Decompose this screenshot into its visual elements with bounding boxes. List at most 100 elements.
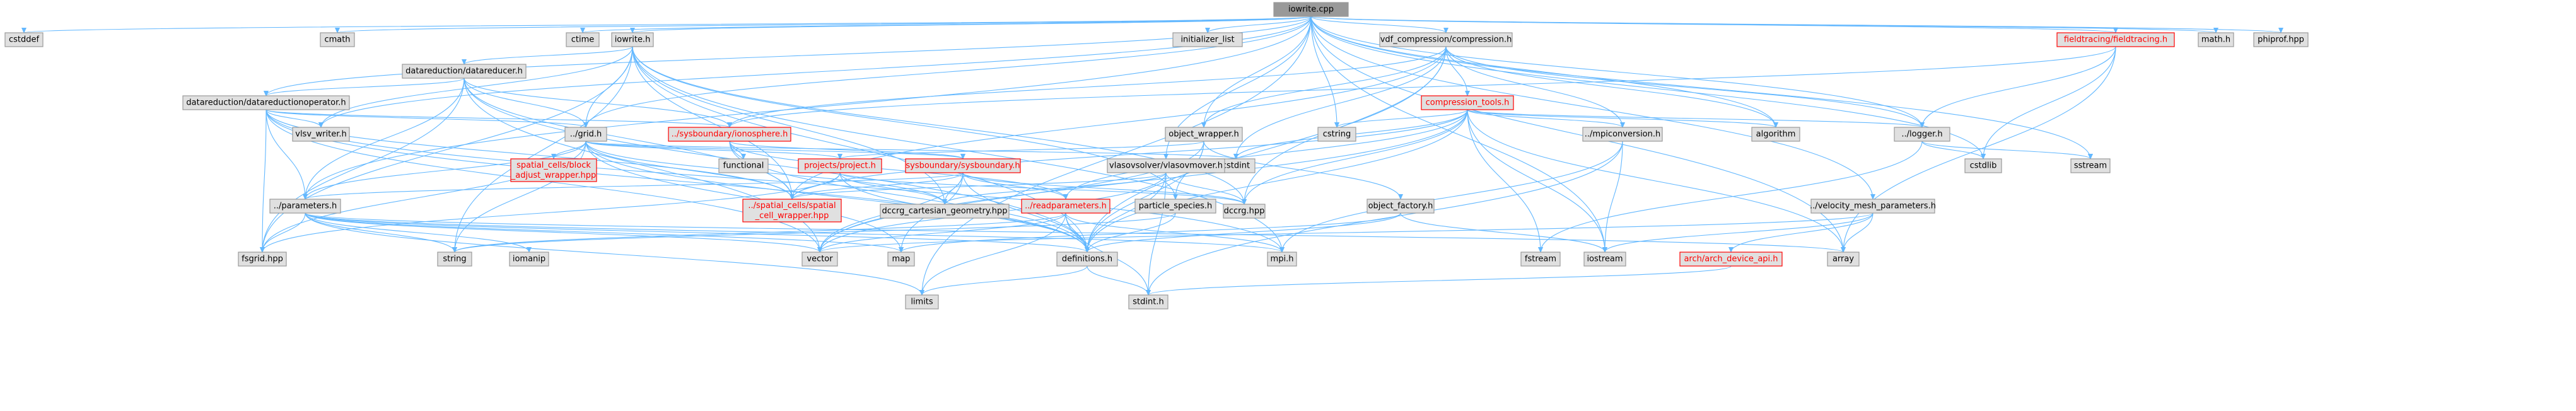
edge-parameters-to-definitions xyxy=(305,212,1090,253)
edge-sysb_sysboundary-to-spatial_cell_wrapper xyxy=(790,172,964,200)
node-box xyxy=(182,95,350,110)
node-fstream[interactable]: fstream xyxy=(1520,252,1561,267)
node-vlsv_writer[interactable]: vlsv_writer.h xyxy=(292,127,350,142)
edge-fieldtracing-to-array xyxy=(1841,46,2116,253)
node-sysb_ionosphere[interactable]: ../sysboundary/ionosphere.h xyxy=(668,127,791,142)
node-readparameters[interactable]: ../readparameters.h xyxy=(1021,199,1110,214)
node-label: arch/arch_device_api.h xyxy=(1684,255,1778,264)
edge-vlasovmover-to-dccrg_cartesian xyxy=(942,172,1167,205)
node-label: mpi.h xyxy=(1271,255,1294,264)
node-velocity_mesh[interactable]: ../velocity_mesh_parameters.h xyxy=(1810,199,1936,214)
node-vlasovmover[interactable]: vlasovsolver/vlasovmover.h xyxy=(1107,158,1225,173)
node-spatial_block[interactable]: spatial_cells/block_adjust_wrapper.hpp xyxy=(510,158,597,182)
node-label: iomanip xyxy=(513,255,545,264)
edge-iowrite_cpp-to-datareductionoperator xyxy=(264,16,1312,96)
node-label: sstream xyxy=(2074,161,2107,171)
node-vdf_compression[interactable]: vdf_compression/compression.h xyxy=(1379,32,1513,47)
node-box xyxy=(611,32,654,47)
node-math_h[interactable]: math.h xyxy=(2198,32,2234,47)
edge-velocity_mesh-to-arch_device xyxy=(1728,212,1874,253)
node-box xyxy=(510,158,597,182)
edge-iowrite_h-to-particle_species xyxy=(632,46,1178,200)
node-mpiconversion[interactable]: ../mpiconversion.h xyxy=(1582,127,1663,142)
node-vector[interactable]: vector xyxy=(801,252,838,267)
node-label: math.h xyxy=(2201,35,2230,45)
node-fieldtracing[interactable]: fieldtracing/fieldtracing.h xyxy=(2056,32,2175,47)
node-logger[interactable]: ../logger.h xyxy=(1894,127,1950,142)
node-stdint_h[interactable]: stdint.h xyxy=(1128,294,1169,310)
edge-logger-to-fstream xyxy=(1538,141,1923,253)
node-array[interactable]: array xyxy=(1827,252,1860,267)
node-cstddef[interactable]: cstddef xyxy=(4,32,44,47)
node-object_wrapper[interactable]: object_wrapper.h xyxy=(1165,127,1243,142)
node-label: stdint.h xyxy=(1133,298,1163,307)
node-iostream[interactable]: iostream xyxy=(1583,252,1626,267)
node-label: object_factory.h xyxy=(1368,202,1433,211)
edge-iowrite_cpp-to-velocity_mesh xyxy=(1310,16,1875,200)
node-label: fstream xyxy=(1525,255,1556,264)
node-arch_device[interactable]: arch/arch_device_api.h xyxy=(1679,252,1783,267)
edge-velocity_mesh-to-iostream xyxy=(1602,212,1874,253)
edge-vlasovmover-to-spatial_cell_wrapper xyxy=(790,172,1167,200)
node-cstdint[interactable]: cstdint xyxy=(1216,158,1256,173)
edge-projects_project-to-dccrg_cartesian xyxy=(839,172,947,205)
node-iomanip[interactable]: iomanip xyxy=(509,252,549,267)
node-functional[interactable]: functional xyxy=(718,158,769,173)
node-projects_project[interactable]: projects/project.h xyxy=(798,158,882,173)
node-fsgrid[interactable]: fsgrid.hpp xyxy=(238,252,287,267)
node-iowrite_h[interactable]: iowrite.h xyxy=(611,32,654,47)
edge-readparameters-to-limits xyxy=(919,212,1066,296)
node-parameters[interactable]: ../parameters.h xyxy=(269,199,341,214)
edge-arch_device-to-stdint_h xyxy=(1146,265,1732,296)
node-mpi_h[interactable]: mpi.h xyxy=(1267,252,1297,267)
node-ctime[interactable]: ctime xyxy=(566,32,600,47)
node-label: vector xyxy=(807,255,833,264)
node-label: definitions.h xyxy=(1062,255,1112,264)
node-box xyxy=(509,252,549,267)
node-sstream[interactable]: sstream xyxy=(2070,158,2111,173)
node-sysb_sysboundary[interactable]: sysboundary/sysboundary.h xyxy=(905,158,1021,173)
edge-iowrite_cpp-to-phiprof xyxy=(1310,16,2283,33)
node-dccrg_cartesian[interactable]: dccrg_cartesian_geometry.hpp xyxy=(880,204,1010,219)
edge-datareductionoperator-to-grid xyxy=(265,109,588,128)
node-spatial_cell_wrapper[interactable]: ../spatial_cells/spatial_cell_wrapper.hp… xyxy=(742,199,842,223)
edge-grid-to-sysb_sysboundary xyxy=(585,141,965,159)
node-dccrg[interactable]: dccrg.hpp xyxy=(1223,204,1266,219)
node-algorithm[interactable]: algorithm xyxy=(1751,127,1800,142)
node-box xyxy=(2253,32,2309,47)
edge-vdf_compression-to-mpiconversion xyxy=(1445,46,1625,128)
node-phiprof[interactable]: phiprof.hpp xyxy=(2253,32,2309,47)
edge-compression_tools-to-spatial_cell_wrapper xyxy=(790,109,1468,200)
edge-vdf_compression-to-logger xyxy=(1445,46,1925,128)
edge-definitions-to-stdint_h xyxy=(1087,265,1151,296)
edge-object_factory-to-definitions xyxy=(1085,212,1401,253)
node-string[interactable]: string xyxy=(437,252,472,267)
node-label: ctime xyxy=(571,35,595,45)
node-cmath[interactable]: cmath xyxy=(320,32,355,47)
node-definitions[interactable]: definitions.h xyxy=(1056,252,1118,267)
node-limits[interactable]: limits xyxy=(905,294,939,310)
node-compression_tools[interactable]: compression_tools.h xyxy=(1421,95,1514,110)
node-box xyxy=(437,252,472,267)
node-object_factory[interactable]: object_factory.h xyxy=(1367,199,1435,214)
node-iowrite_cpp[interactable]: iowrite.cpp xyxy=(1273,2,1349,17)
node-cstdlib[interactable]: cstdlib xyxy=(1964,158,2002,173)
node-label: array xyxy=(1833,255,1854,264)
node-box xyxy=(1810,199,1935,214)
edge-vdf_compression-to-cstdint xyxy=(1233,46,1447,159)
edge-parameters-to-fsgrid xyxy=(260,212,306,253)
node-box xyxy=(1172,32,1243,47)
node-grid[interactable]: ../grid.h xyxy=(564,127,607,142)
node-label: spatial_cells/block_adjust_wrapper.hpp xyxy=(511,161,596,180)
node-datareducer[interactable]: datareduction/datareducer.h xyxy=(402,64,527,79)
node-box xyxy=(238,252,287,267)
edge-sysb_sysboundary-to-dccrg xyxy=(962,172,1247,205)
node-initializer_list[interactable]: initializer_list xyxy=(1172,32,1243,47)
node-box xyxy=(880,204,1010,219)
node-particle_species[interactable]: particle_species.h xyxy=(1134,199,1216,214)
node-map[interactable]: map xyxy=(887,252,915,267)
node-datareductionoperator[interactable]: datareduction/datareductionoperator.h xyxy=(182,95,350,110)
node-cstring[interactable]: cstring xyxy=(1317,127,1356,142)
edge-parameters-to-limits xyxy=(305,212,924,296)
